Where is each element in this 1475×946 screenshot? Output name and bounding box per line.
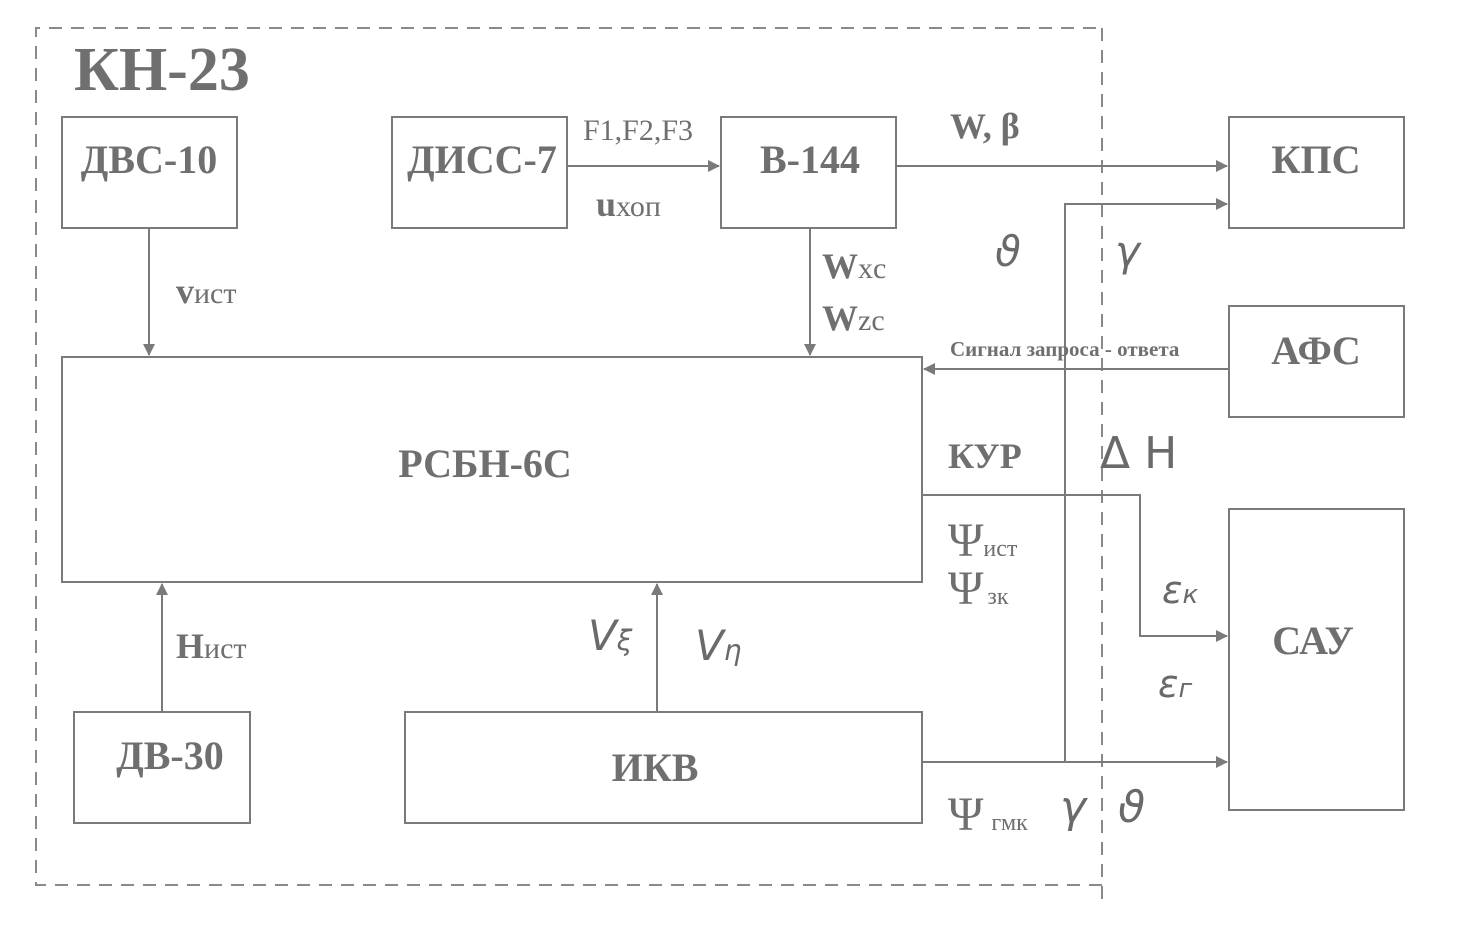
block-rsbn-label: РСБН-6С bbox=[398, 441, 572, 486]
arrow-ikv-to-kps bbox=[1064, 198, 1228, 762]
signal-psi-ist: Ψист bbox=[948, 514, 1018, 567]
block-dvs10-label: ДВС-10 bbox=[81, 137, 217, 182]
block-sau-label: САУ bbox=[1272, 618, 1354, 663]
signal-request-response: Сигнал запроса - ответа bbox=[950, 337, 1180, 361]
signal-kur: КУР bbox=[948, 436, 1022, 476]
signal-eps-k: εк bbox=[1162, 568, 1199, 612]
block-rsbn: РСБН-6С bbox=[61, 356, 923, 583]
signal-v-eta: Vη bbox=[695, 621, 741, 670]
block-dv30-label: ДВ-30 bbox=[116, 733, 224, 778]
signal-wxc: Wxc bbox=[822, 246, 886, 286]
signal-theta-top: ϑ bbox=[995, 227, 1021, 276]
signal-u-xop: uхоп bbox=[596, 184, 661, 224]
signal-gamma-bottom: γ bbox=[1060, 782, 1088, 833]
signal-gamma-top: γ bbox=[1115, 227, 1142, 276]
signal-v-xi: Vξ bbox=[588, 611, 633, 660]
block-ikv: ИКВ bbox=[404, 711, 923, 824]
signal-h-ist: Hист bbox=[176, 626, 247, 666]
frame-title: КН-23 bbox=[74, 36, 250, 104]
signal-eps-g: εг bbox=[1158, 662, 1193, 706]
signal-delta-h: Δ H bbox=[1100, 428, 1177, 479]
block-afs: АФС bbox=[1228, 305, 1405, 418]
signal-v-ist: vист bbox=[176, 271, 236, 311]
signal-theta-bottom: ϑ bbox=[1118, 782, 1145, 833]
block-dvs10: ДВС-10 bbox=[61, 116, 238, 229]
block-b144-label: В-144 bbox=[760, 137, 860, 182]
block-kps-label: КПС bbox=[1271, 137, 1360, 182]
block-kps: КПС bbox=[1228, 116, 1405, 229]
block-dv30: ДВ-30 bbox=[73, 711, 251, 824]
block-diss7-label: ДИСС-7 bbox=[407, 137, 557, 182]
signal-w-beta: W, β bbox=[950, 106, 1020, 146]
block-afs-label: АФС bbox=[1271, 328, 1361, 373]
kn23-frame bbox=[35, 27, 1102, 886]
block-ikv-label: ИКВ bbox=[612, 745, 699, 790]
signal-wzc: Wzc bbox=[822, 298, 885, 338]
block-sau: САУ bbox=[1228, 508, 1405, 811]
arrow-rsbn-to-sau bbox=[922, 494, 1228, 642]
signal-f1-f2-f3: F1,F2,F3 bbox=[583, 114, 693, 147]
block-b144: В-144 bbox=[720, 116, 897, 229]
block-diss7: ДИСС-7 bbox=[391, 116, 568, 229]
